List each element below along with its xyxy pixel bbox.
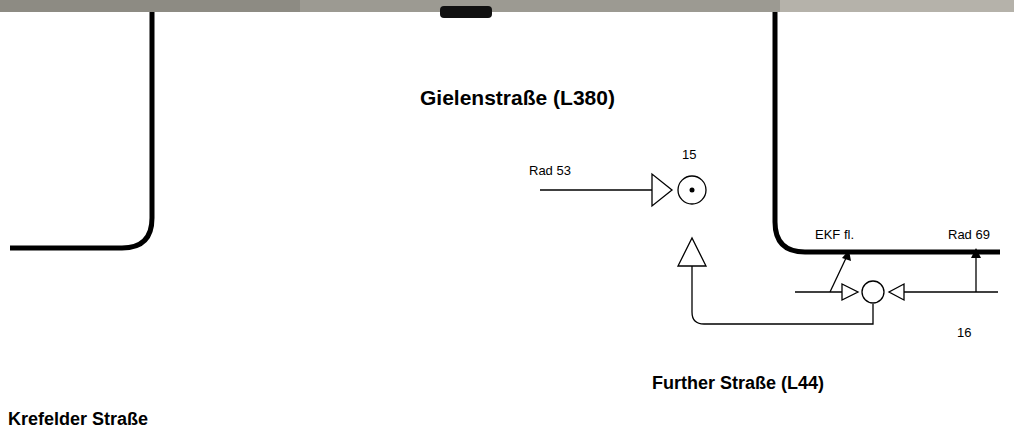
bike-signal-label: Rad 69 — [948, 228, 990, 243]
street-name: Krefelder Straße — [8, 409, 148, 430]
leader-arrow — [975, 256, 976, 292]
signal-connector — [678, 238, 873, 324]
signal-triangle — [842, 284, 858, 300]
signal-line — [540, 189, 652, 190]
curb-line — [775, 12, 1000, 252]
street-name: Gielenstraße (L380) — [420, 86, 615, 110]
signal-circle: 16 — [861, 280, 885, 304]
photo-strip — [0, 0, 1014, 12]
circle-outline — [861, 280, 885, 304]
callout-number: 15 — [682, 148, 696, 163]
signal-triangle — [889, 284, 904, 300]
signal-line — [904, 291, 998, 292]
leader-arrow — [830, 256, 847, 292]
arrowhead — [842, 250, 851, 261]
callout-number: 16 — [957, 326, 971, 341]
bike-signal-label: Rad 53 — [529, 164, 571, 179]
signal-label: EKF fl. — [815, 228, 854, 243]
street-name: Further Straße (L44) — [652, 373, 824, 394]
curb-line — [10, 12, 152, 248]
photo-strip — [0, 0, 300, 12]
signal-triangle — [678, 238, 706, 266]
circle-outline — [677, 175, 707, 205]
signal-line — [795, 291, 842, 292]
photo-strip — [780, 0, 1014, 12]
signal-circle: 15 — [677, 175, 707, 205]
photo-object — [440, 6, 492, 18]
signal-triangle — [652, 174, 672, 206]
arrowhead — [971, 248, 981, 258]
